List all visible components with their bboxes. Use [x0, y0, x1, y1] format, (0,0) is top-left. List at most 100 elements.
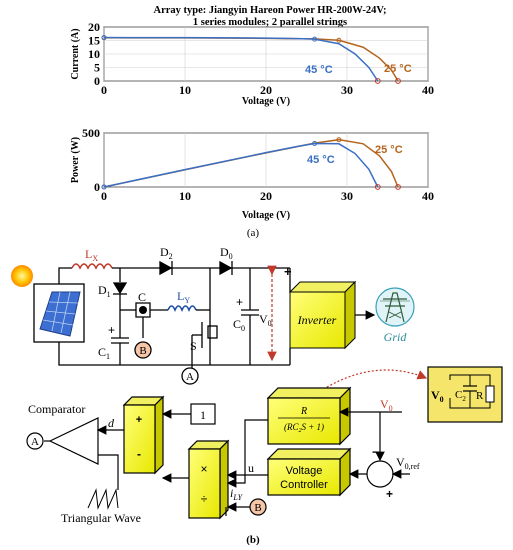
inset-v0: V0	[431, 388, 444, 404]
label-ly: LY	[177, 289, 190, 305]
pv-xlabel: Voltage (V)	[242, 210, 290, 221]
control-loop	[26, 386, 410, 520]
tf-denominator: (RC2S + 1)	[284, 422, 324, 434]
series-mpp-point	[336, 137, 342, 143]
panel-a-label: (a)	[247, 227, 260, 239]
x-tick-label: 20	[260, 189, 272, 203]
y-tick-label: 15	[88, 34, 100, 48]
marker-a-circuit	[181, 367, 199, 385]
series-end-point	[395, 78, 401, 84]
vc-label-line2: Controller	[280, 479, 328, 491]
error-sum-node	[366, 460, 394, 488]
rc-load-inset: C2 R V0	[427, 366, 503, 423]
label-c1: C1	[98, 345, 110, 361]
label-lx: LX	[85, 247, 98, 263]
series-end-point	[395, 184, 401, 190]
label-d0: D0	[220, 245, 233, 261]
series-line	[103, 36, 379, 82]
inverter-label: Inverter	[297, 313, 337, 327]
y-tick-label: 20	[88, 20, 100, 34]
sum-plus: +	[136, 414, 142, 426]
control-v0: V0	[380, 397, 393, 413]
resistor-r-icon	[485, 385, 495, 403]
u-label: u	[248, 461, 254, 475]
label-c-node: C	[138, 290, 146, 304]
diode-d1-icon	[112, 282, 128, 295]
marker-b-circuit	[134, 341, 152, 359]
diode-d2-icon	[159, 260, 173, 276]
x-tick-label: 0	[101, 189, 107, 203]
series-start-point	[101, 184, 107, 190]
label-a-control: A	[31, 436, 39, 448]
series-end-point	[374, 184, 381, 190]
power-circuit	[11, 260, 290, 385]
y-tick-label: 0	[94, 180, 100, 194]
label-b-circuit: B	[139, 345, 146, 357]
inset-c2: C2	[455, 389, 466, 403]
label-b-control: B	[254, 502, 261, 514]
div-symbol: ÷	[201, 492, 208, 506]
iv-label-25: 25 °C	[384, 63, 412, 75]
pv-label-45: 45 °C	[307, 154, 335, 166]
label-d1: D1	[98, 283, 111, 299]
pv-ylabel: Power (W)	[70, 137, 81, 183]
chart-title-line2: 1 series modules; 2 parallel strings	[193, 17, 347, 28]
inductor-lx-icon	[71, 263, 113, 270]
label-d2: D2	[160, 245, 173, 261]
iv-label-45: 45 °C	[305, 64, 333, 76]
x-tick-label: 40	[422, 83, 434, 97]
x-tick-label: 10	[179, 189, 191, 203]
x-tick-label: 30	[341, 83, 353, 97]
mult-symbol: ×	[200, 462, 207, 476]
series-mpp-point	[312, 36, 318, 42]
inset-r: R	[476, 390, 484, 402]
x-tick-label: 30	[341, 189, 353, 203]
label-output-plus: +	[284, 264, 292, 279]
pv-label-25: 25 °C	[375, 144, 403, 156]
node-minus: −	[372, 445, 379, 459]
iv-xlabel: Voltage (V)	[242, 96, 290, 107]
ily-label: iLY	[230, 486, 244, 502]
x-tick-label: 10	[179, 83, 191, 97]
label-c1-plus: +	[108, 323, 115, 337]
sum-minus: -	[137, 447, 141, 461]
d-label: d	[108, 416, 115, 430]
label-s: S	[190, 339, 197, 353]
chart-title-line1: Array type: Jiangyin Hareon Power HR-200…	[153, 5, 386, 16]
x-tick-label: 40	[422, 189, 434, 203]
solar-panel-icon	[33, 283, 85, 343]
sun-icon	[11, 265, 33, 287]
y-tick-label: 5	[94, 61, 100, 75]
series-line	[103, 142, 379, 188]
y-tick-label: 500	[82, 126, 100, 140]
transfer-function-block	[267, 397, 341, 445]
series-start-point	[101, 35, 107, 41]
y-tick-label: 10	[88, 47, 100, 61]
triangular-wave-icon	[87, 488, 119, 510]
series-mpp-point	[336, 37, 342, 43]
label-a-circuit: A	[186, 371, 194, 383]
voltage-controller-block	[267, 458, 341, 496]
marker-a-control	[26, 432, 44, 450]
vc-label-line1: Voltage	[286, 465, 323, 477]
sum-block	[123, 404, 156, 474]
comparator-label: Comparator	[28, 402, 85, 416]
comparator-triangle	[48, 417, 99, 465]
panel-b-label: (b)	[246, 534, 260, 546]
series-mpp-point	[312, 140, 318, 146]
iv-ylabel: Current (A)	[70, 28, 81, 79]
inverter-block: Inverter	[288, 280, 357, 350]
tf-numerator: R	[300, 406, 307, 417]
diode-d0-icon	[219, 260, 233, 276]
y-tick-label: 0	[94, 74, 100, 88]
pv-chart: 0 10 20 30 40 0 500 Voltage (V) Power (W) 45 °…	[70, 126, 434, 221]
label-c0: C0	[233, 317, 245, 333]
triangular-wave-label: Triangular Wave	[61, 511, 141, 525]
label-v0: V0	[259, 312, 272, 328]
x-tick-label: 0	[101, 83, 107, 97]
inductor-ly-icon	[167, 305, 197, 312]
inset-callout-arrow	[309, 369, 428, 399]
mult-div-block	[188, 448, 221, 519]
